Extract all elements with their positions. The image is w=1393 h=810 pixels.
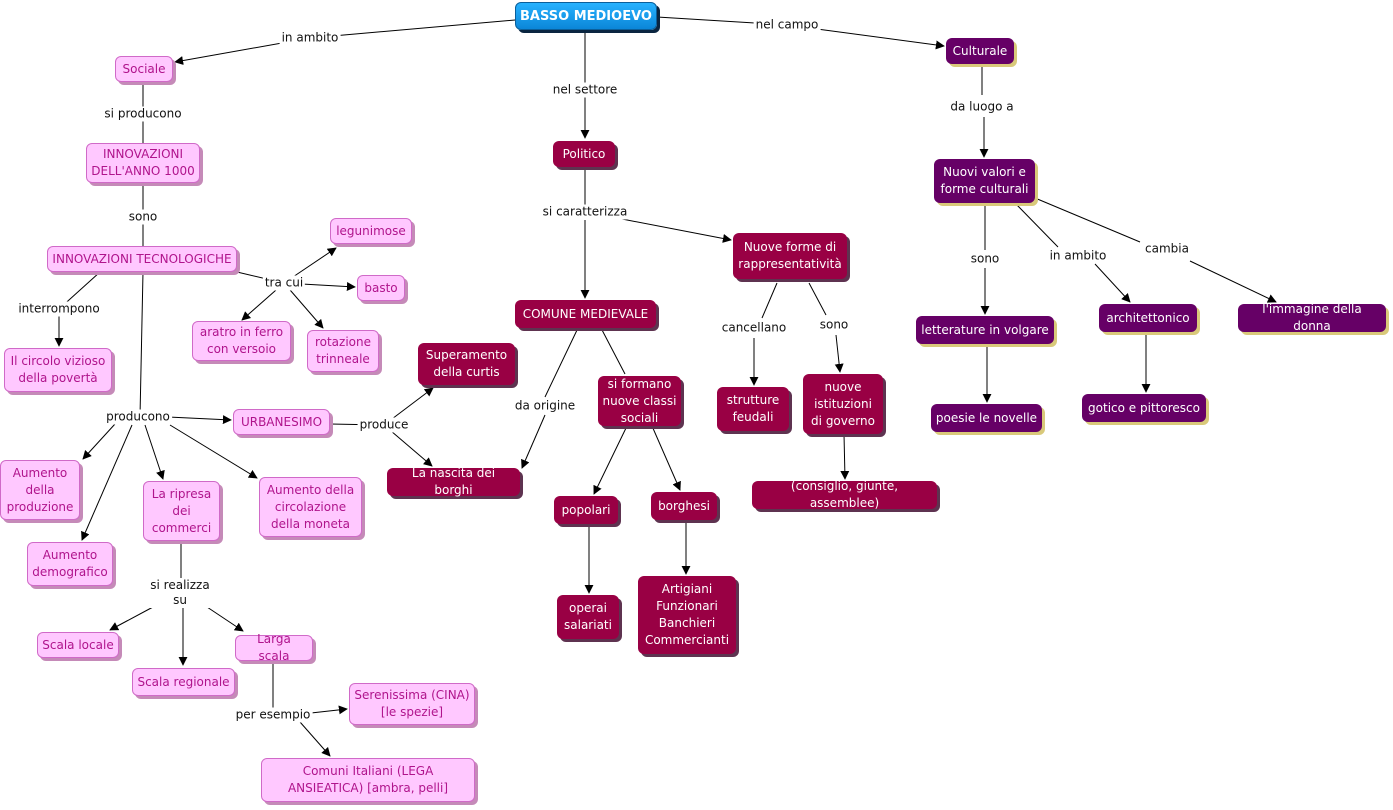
edge-istituzioni-consiglio (840, 433, 850, 480)
node-consiglio-giunte[interactable]: (consiglio, giunte, assemblee) (752, 479, 937, 510)
node-comune-medievale[interactable]: COMUNE MEDIEVALE (515, 300, 656, 328)
node-operai-salariati[interactable]: operai salariati (557, 595, 619, 639)
node-aumento-demografico[interactable]: Aumento demografico (27, 542, 113, 586)
node-borghesi[interactable]: borghesi (651, 492, 717, 520)
node-basso-medioevo[interactable]: BASSO MEDIOEVO (515, 2, 657, 30)
edge-tec-producono (139, 271, 144, 418)
edge-esempio-comuni (299, 721, 331, 757)
link-label-cancellano: cancellano (719, 320, 789, 336)
node-popolari[interactable]: popolari (554, 496, 618, 524)
edge-realizza-larga (206, 606, 244, 632)
link-label-da-origine: da origine (512, 398, 578, 414)
link-label-si-realizza-su: si realizza su (144, 578, 216, 608)
node-nuove-forme-rappresentativita[interactable]: Nuove forme di rappresentatività (733, 233, 847, 279)
edge-forme-sono (808, 282, 827, 316)
node-culturale[interactable]: Culturale (946, 38, 1014, 64)
edge-valori-inambito (1014, 202, 1059, 248)
node-gotico-pittoresco[interactable]: gotico e pittoresco (1082, 394, 1206, 422)
link-label-produce: produce (357, 417, 411, 433)
link-label-interrompono: interrompono (16, 301, 102, 317)
node-poesie-novelle[interactable]: poesie le novelle (931, 404, 1042, 432)
node-sociale[interactable]: Sociale (115, 56, 173, 82)
edge-comune-origine (544, 327, 579, 398)
node-politico[interactable]: Politico (553, 141, 615, 167)
edge-inambito-arch (1094, 263, 1131, 303)
node-ripresa-commerci[interactable]: La ripresa dei commerci (143, 481, 220, 541)
node-serenissima[interactable]: Serenissima (CINA) [le spezie] (349, 683, 475, 725)
edge-producono-aumprod (82, 423, 116, 460)
node-comuni-italiani[interactable]: Comuni Italiani (LEGA ANSIEATICA) [ambra… (261, 758, 475, 802)
node-circolo-vizioso[interactable]: Il circolo vizioso della povertà (4, 348, 112, 392)
edge-classi-popolari (593, 425, 628, 495)
link-label-si-caratterizza: si caratterizza (540, 204, 630, 220)
edge-producono-aumdemo (81, 424, 133, 541)
edge-producono-ripresa (144, 424, 165, 480)
node-rotazione[interactable]: rotazione trinneale (307, 330, 379, 372)
node-legunimose[interactable]: legunimose (330, 218, 412, 244)
edge-comune-classi (600, 327, 626, 375)
node-letterature-volgare[interactable]: letterature in volgare (916, 316, 1054, 344)
edge-valori-cambia (1034, 197, 1141, 243)
edge-forme-cancellano (761, 282, 778, 319)
link-label-nel-settore: nel settore (550, 82, 620, 98)
node-nuovi-valori[interactable]: Nuovi valori e forme culturali (934, 159, 1035, 203)
edge-esempio-serenissima (310, 705, 348, 715)
node-immagine-donna[interactable]: l'immagine della donna (1238, 302, 1386, 333)
node-basto[interactable]: basto (357, 275, 405, 301)
edge-origine-nascita (521, 414, 546, 469)
link-label-tra-cui: tra cui (262, 275, 306, 291)
node-scala-regionale[interactable]: Scala regionale (132, 668, 235, 696)
node-strutture-feudali[interactable]: strutture feudali (717, 387, 789, 431)
link-label-sono-istituzioni: sono (817, 317, 851, 333)
node-nuove-istituzioni[interactable]: nuove istituzioni di governo (803, 374, 883, 434)
link-label-per-esempio: per esempio (233, 707, 313, 723)
link-label-sono-letterature: sono (968, 251, 1002, 267)
edge-producono-urban (167, 415, 232, 425)
node-nuove-classi-sociali[interactable]: si formano nuove classi sociali (598, 376, 681, 426)
edge-caratterizza-forme (621, 218, 732, 243)
edge-classi-borghesi (651, 425, 681, 491)
node-aumento-produzione[interactable]: Aumento della produzione (0, 460, 80, 520)
link-label-cambia: cambia (1143, 241, 1191, 257)
link-label-in-ambito-arch: in ambito (1047, 248, 1109, 264)
node-aratro[interactable]: aratro in ferro con versoio (192, 321, 291, 361)
node-artigiani-funzionari[interactable]: Artigiani Funzionari Banchieri Commercia… (638, 576, 736, 654)
node-nascita-borghi[interactable]: La nascita dei borghi (387, 466, 520, 497)
node-innovazioni-tecnologiche[interactable]: INNOVAZIONI TECNOLOGICHE (47, 246, 237, 272)
edge-cambia-donna (1189, 260, 1277, 303)
link-label-sono: sono (126, 209, 160, 225)
edge-producono-moneta (169, 424, 258, 479)
node-larga-scala[interactable]: Larga scala (235, 632, 313, 663)
node-architettonico[interactable]: architettonico (1099, 304, 1197, 332)
edge-realizza-locale (109, 606, 154, 631)
node-superamento-curtis[interactable]: Superamento della curtis (418, 343, 515, 385)
node-aumento-moneta[interactable]: Aumento della circolazione della moneta (259, 477, 362, 537)
edge-root-inambito (309, 19, 516, 39)
edge-tracui-rotaz (283, 282, 324, 329)
link-label-da-luogo-a: da luogo a (948, 99, 1016, 115)
node-urbanesimo[interactable]: URBANESIMO (233, 409, 330, 435)
link-label-producono: producono (104, 409, 172, 425)
node-scala-locale[interactable]: Scala locale (37, 632, 119, 658)
link-label-in-ambito: in ambito (279, 30, 341, 46)
link-label-nel-campo: nel campo (753, 17, 821, 33)
link-label-si-producono: si producono (102, 106, 184, 122)
node-innovazioni-anno-1000[interactable]: INNOVAZIONI DELL'ANNO 1000 (86, 143, 200, 183)
edge-sono-istituzioni (834, 334, 844, 373)
